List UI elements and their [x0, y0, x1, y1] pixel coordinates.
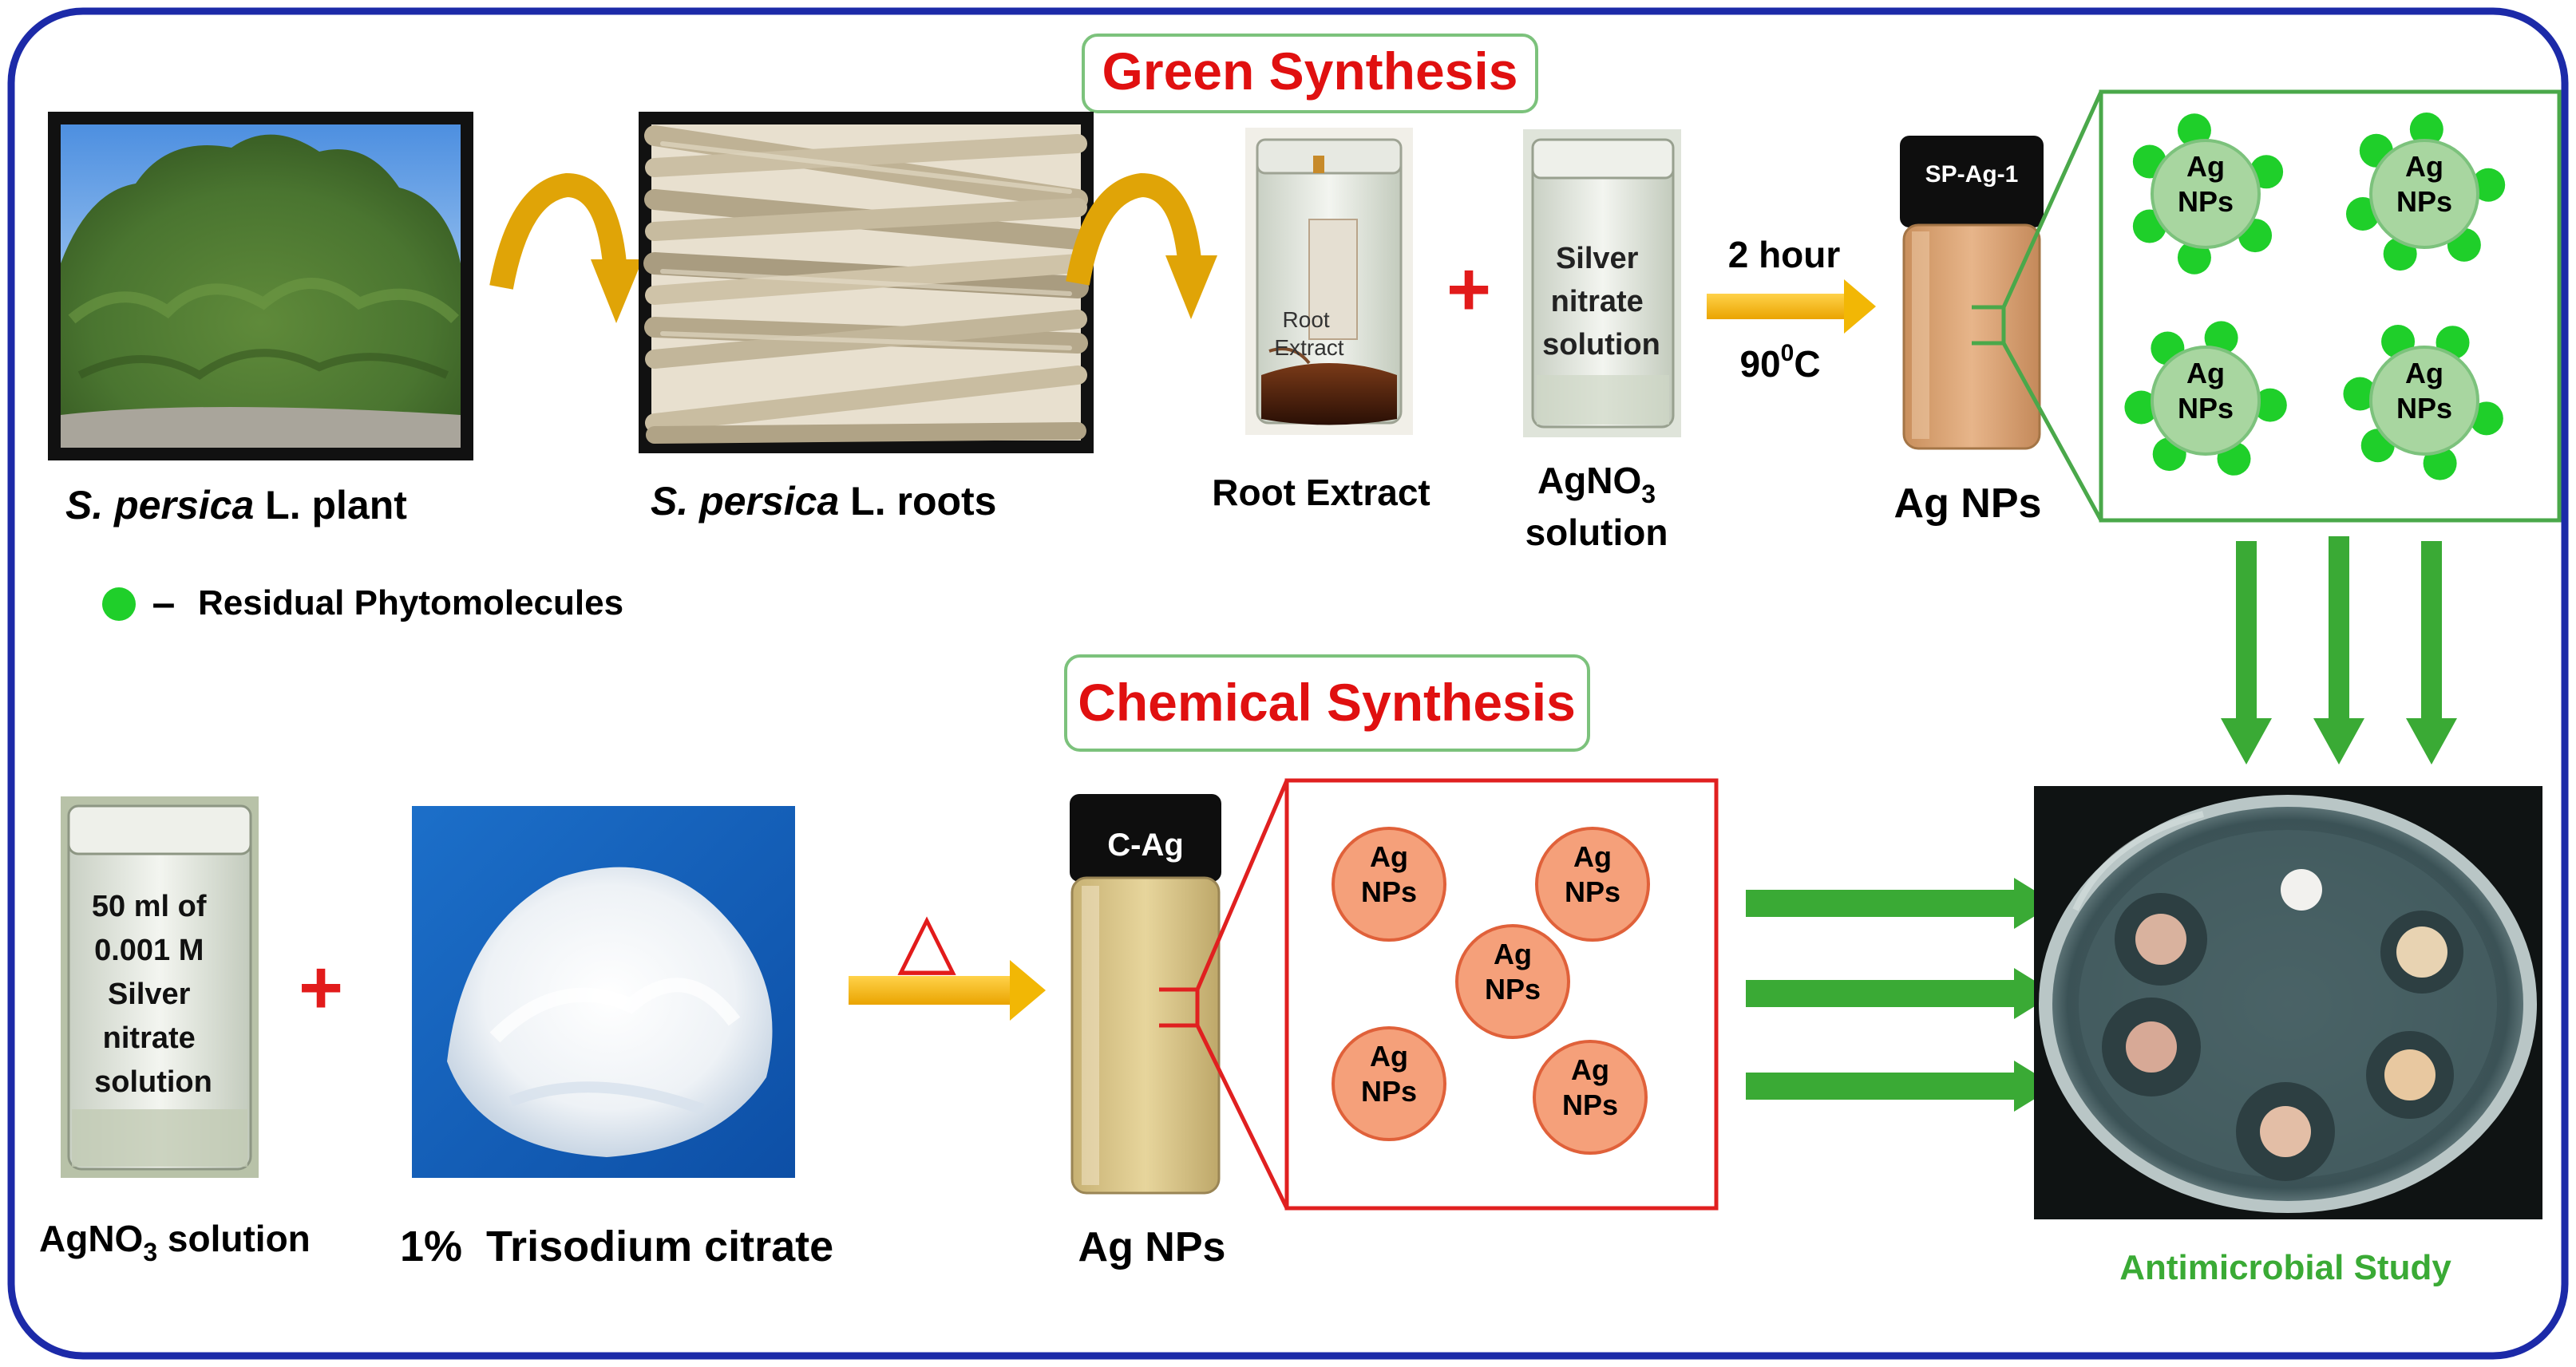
nanoparticle-label: Ag — [1573, 840, 1612, 873]
nanoparticle-label: Ag — [2405, 357, 2443, 389]
agno3-label-line2: solution — [1525, 512, 1668, 553]
nanoparticle-label: Ag — [2186, 150, 2225, 183]
plant-photo — [48, 112, 473, 460]
nanoparticle-label: Ag — [1494, 938, 1532, 970]
chemical-synthesis-title: Chemical Synthesis — [1078, 673, 1576, 732]
nanoparticle-label: NPs — [1562, 1088, 1618, 1121]
nanoparticle-core — [1533, 1040, 1648, 1155]
c-ag-cap-label: C-Ag — [1107, 828, 1184, 863]
right-arrows — [1746, 878, 2056, 1112]
phytomolecule-dot — [2343, 377, 2377, 411]
nanoparticle-label: NPs — [2396, 185, 2452, 218]
plant-label: S. persica L. plant — [65, 483, 407, 527]
nanoparticle-label: Ag — [1571, 1053, 1609, 1086]
chemical-title-box — [1064, 654, 1590, 752]
chemical-ag-nps-label: Ag NPs — [1078, 1224, 1226, 1270]
roots-photo — [639, 112, 1094, 453]
sp-ag-vial — [1900, 136, 2044, 450]
c-ag-vial — [1070, 794, 1221, 1195]
legend-dot — [102, 587, 136, 621]
nanoparticle-label: NPs — [1361, 1075, 1417, 1108]
phytomolecule-dot — [2177, 113, 2211, 148]
plus-sign-green: + — [1446, 247, 1491, 332]
nanoparticle-label: Ag — [1370, 840, 1408, 873]
outer-frame — [7, 7, 2569, 1360]
citrate-label: 1% Trisodium citrate — [400, 1223, 833, 1270]
agno3-label: AgNO3 — [1537, 460, 1656, 508]
curved-arrow-1 — [489, 172, 643, 323]
down-arrows — [2221, 536, 2457, 764]
nanoparticle-label: NPs — [2178, 185, 2234, 218]
nanoparticle-core — [2369, 139, 2479, 249]
petri-dish-photo — [2034, 786, 2542, 1219]
reaction-arrow-green — [1707, 279, 1876, 334]
phytomolecule-dot — [2471, 168, 2506, 202]
green-title-box — [1082, 34, 1538, 113]
nanoparticle-core — [1332, 827, 1446, 942]
silver-nitrate-vial — [1523, 129, 1681, 437]
chemical-agno3-label: AgNO3 solution — [39, 1218, 311, 1266]
legend-text: Residual Phytomolecules — [198, 583, 623, 622]
chemical-agno3-vial-text: 50 ml of 0.001 M Silver nitrate solution — [92, 890, 215, 1099]
condition-temp: 900C — [1739, 340, 1820, 385]
condition-time: 2 hour — [1728, 234, 1841, 275]
green-callout — [1972, 90, 2103, 522]
heat-symbol: △ — [897, 895, 956, 984]
root-extract-vial — [1245, 128, 1413, 435]
phytomolecule-dot — [2177, 240, 2211, 275]
nanoparticle-label: NPs — [1485, 973, 1541, 1005]
nanoparticle-label: NPs — [2178, 392, 2234, 425]
green-synthesis-title: Green Synthesis — [1102, 41, 1518, 101]
phytomolecule-dot — [2409, 113, 2443, 147]
nanoparticle-label: Ag — [1370, 1040, 1408, 1073]
nanoparticle-label: NPs — [1361, 875, 1417, 908]
curved-arrow-2 — [1066, 172, 1217, 319]
sp-ag-cap-label: SP-Ag-1 — [1925, 161, 2019, 188]
root-extract-vial-text: Root Extract — [1274, 307, 1343, 360]
red-callout — [1159, 780, 1289, 1210]
phytomolecule-dot — [2124, 390, 2159, 425]
reaction-arrow-chemical — [849, 960, 1046, 1021]
nanoparticle-core — [2151, 346, 2261, 456]
nanoparticle-core — [2151, 139, 2261, 249]
nanoparticle-core — [2369, 346, 2479, 456]
nanoparticle-label: NPs — [1565, 875, 1620, 908]
roots-label: S. persica L. roots — [651, 479, 996, 523]
nanoparticle-label: Ag — [2186, 357, 2225, 389]
antimicrobial-label: Antimicrobial Study — [2119, 1248, 2451, 1287]
chemical-agno3-vial — [61, 796, 259, 1178]
nanoparticle-core — [1535, 827, 1650, 942]
nanoparticle-core — [1455, 924, 1570, 1039]
plus-sign-chemical: + — [299, 945, 343, 1030]
citrate-photo — [412, 806, 795, 1178]
phytomolecule-dot — [2253, 388, 2287, 422]
silver-vial-text: Silver nitrate solution — [1542, 242, 1660, 362]
nanoparticle-label: NPs — [2396, 392, 2452, 425]
nanoparticle-core — [1332, 1026, 1446, 1141]
green-ag-nps-label: Ag NPs — [1894, 480, 2042, 527]
nanoparticle-label: Ag — [2405, 150, 2443, 183]
legend-dash: – — [152, 580, 176, 626]
root-extract-label: Root Extract — [1212, 472, 1430, 513]
